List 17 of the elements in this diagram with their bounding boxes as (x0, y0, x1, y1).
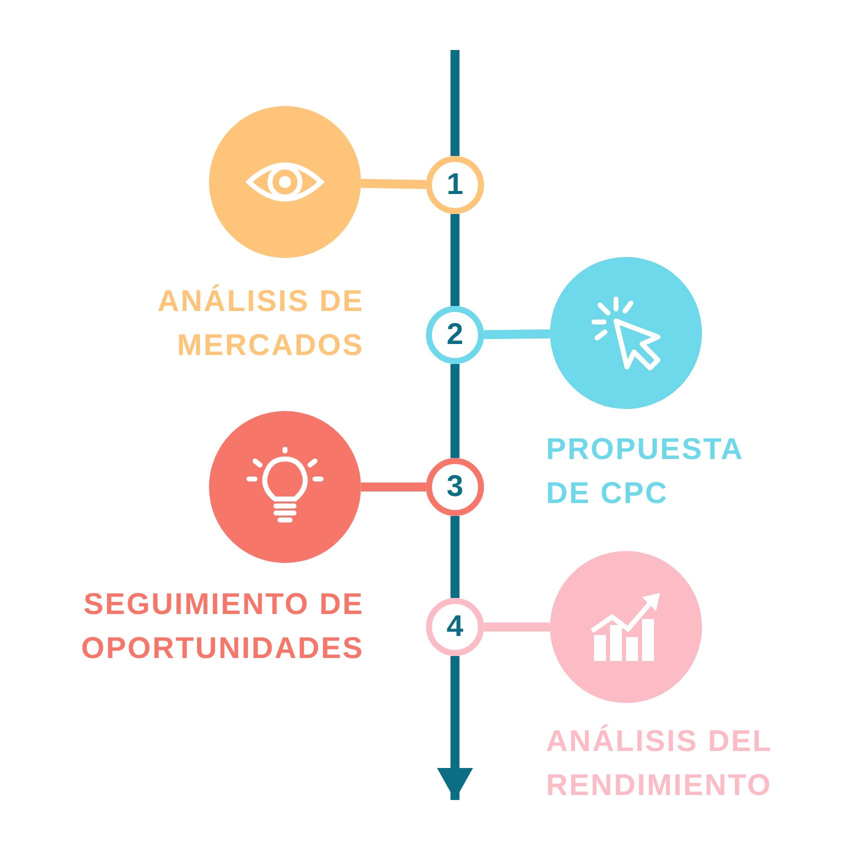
step-label: ANÁLISIS DEL RENDIMIENTO (546, 723, 773, 804)
connector-line (361, 482, 426, 492)
step-label: ANÁLISIS DE MERCADOS (156, 283, 364, 364)
connector-line (450, 214, 460, 306)
step-number-circle: 3 (426, 458, 484, 516)
connector-line (450, 50, 460, 156)
step-number-circle: 1 (426, 156, 484, 214)
connector-line (484, 622, 550, 632)
step-number-circle: 4 (426, 598, 484, 656)
connector-line (484, 329, 550, 340)
connector-line (450, 516, 460, 598)
step-label: SEGUIMIENTO DE OPORTUNIDADES (80, 587, 364, 667)
connector-line (360, 178, 426, 189)
step-label: PROPUESTA DE CPC (546, 432, 744, 512)
step-number-circle: 2 (426, 306, 484, 364)
timeline-arrow (437, 656, 473, 800)
connector-line (450, 364, 460, 458)
